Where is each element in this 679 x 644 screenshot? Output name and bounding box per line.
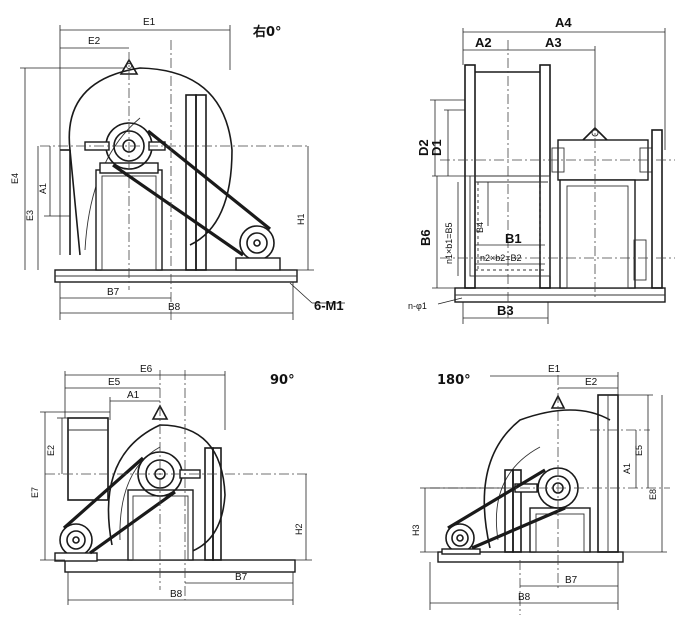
- dim-e3-label: E3: [25, 210, 35, 221]
- motor-pulley: [239, 225, 275, 261]
- dim-phi-label: n-φ1: [408, 301, 427, 311]
- dim-b1-label: B1: [505, 231, 522, 246]
- view-180-title: 180°: [437, 373, 471, 388]
- view-180: 180° E1 E2 A1 E5 E8 H3 B7 B8: [411, 364, 670, 615]
- dim-a4-label: A4: [555, 15, 572, 30]
- dim-m1-label: 6-M1: [314, 298, 344, 313]
- dim-a2-label: A2: [475, 35, 492, 50]
- fan-casing: [68, 67, 233, 256]
- view-90-title: 90°: [270, 373, 295, 388]
- dim-a1-90-label: A1: [127, 390, 140, 401]
- dim-b3-label: B3: [497, 303, 514, 318]
- dim-e7-label: E7: [30, 487, 40, 498]
- dim-b8-180-label: B8: [518, 592, 531, 603]
- dim-b8-label: B8: [168, 302, 181, 313]
- dim-e5-label: E5: [108, 377, 121, 388]
- baseplate-90: [64, 559, 296, 573]
- dim-h1-label: H1: [296, 213, 306, 225]
- dim-h2-label: H2: [294, 523, 304, 535]
- dim-e4-label: E4: [10, 173, 20, 184]
- dim-e5-180-label: E5: [634, 445, 644, 456]
- dim-h3-label: H3: [411, 524, 421, 536]
- view-title: 右0°: [252, 24, 282, 40]
- dim-e6-label: E6: [140, 364, 153, 375]
- dim-a3-label: A3: [545, 35, 562, 50]
- side-pedestal: [559, 179, 636, 289]
- dim-a1-180-label: A1: [622, 463, 632, 474]
- dim-d1-label: D1: [429, 139, 444, 156]
- dim-b5-label: n1×b1=B5: [444, 222, 454, 264]
- side-inlet-box: [469, 175, 551, 277]
- dim-b7-180-label: B7: [565, 575, 578, 586]
- pedestal-180: [529, 507, 591, 553]
- dim-b2-label: n2×b2=B2: [480, 253, 522, 263]
- drive-belt: [112, 163, 244, 257]
- dim-e1-label: E1: [143, 17, 156, 28]
- dim-b8-90-label: B8: [170, 589, 183, 600]
- dim-b7-label: B7: [107, 287, 120, 298]
- dim-b6-label: B6: [418, 229, 433, 246]
- dim-e2-label: E2: [88, 36, 101, 47]
- dim-e2-180-label: E2: [585, 377, 598, 388]
- view-right-0: E1 E2 右0° E4 E3 A1 H1 B7 B8 6-M1: [10, 17, 345, 320]
- dim-e2-90-label: E2: [46, 445, 56, 456]
- view-90: E6 E5 A1 90° E2 E7 H2 B7 B8: [30, 364, 312, 605]
- dim-d2-label: D2: [416, 139, 431, 156]
- outlet-90: [67, 417, 109, 501]
- dim-b7-90-label: B7: [235, 572, 248, 583]
- view-side: A4 A2 A3 D2 D1 B6 n1×b1=B5 B4 B1 n2×b2=B…: [408, 15, 675, 324]
- dim-e8-label: E8: [648, 489, 658, 500]
- dim-e1-180-label: E1: [548, 364, 561, 375]
- dim-a1-label: A1: [38, 183, 48, 194]
- dim-b4-label: B4: [475, 222, 485, 233]
